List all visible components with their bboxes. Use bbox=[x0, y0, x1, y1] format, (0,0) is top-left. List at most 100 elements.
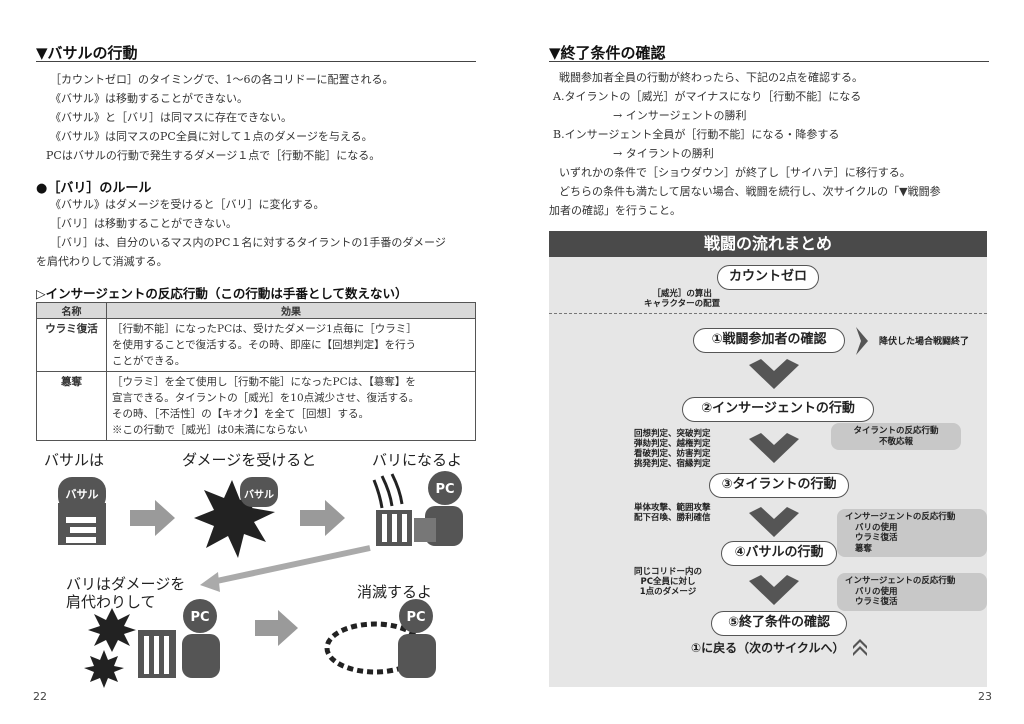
col-effect-header: 効果 bbox=[106, 302, 476, 319]
bubble-line: 簒奪 bbox=[855, 543, 873, 554]
basal-figure-icon: バサル bbox=[58, 477, 106, 547]
damage-figure-icon: バサル bbox=[194, 477, 278, 558]
basal-line: 《バサル》は移動することができない。 bbox=[50, 92, 248, 105]
illus-caption-vanish: 消滅するよ bbox=[357, 583, 433, 601]
note-line: 同じコリドー内の bbox=[634, 567, 703, 577]
effect-line: ことができる。 bbox=[112, 355, 186, 367]
bubble-line: ウラミ復活 bbox=[855, 597, 898, 607]
step2-left: 回想判定、突破判定 弾劾判定、越権判定 看破判定、妨害判定 挑発判定、宿縁判定 bbox=[634, 429, 711, 469]
step4-left: 同じコリドー内の PC全員に対し 1点のダメージ bbox=[634, 567, 702, 597]
illus-caption-bari: バリになるよ bbox=[372, 451, 463, 469]
step-4: ④バサルの行動 bbox=[721, 541, 837, 566]
basal-line: 《バサル》と［バリ］は同マスに存在できない。 bbox=[50, 111, 292, 124]
end-line: B.インサージェント全員が［行動不能］になる・降参する bbox=[553, 128, 840, 141]
note-line: 1点のダメージ bbox=[639, 587, 697, 597]
reaction-heading: ▷インサージェントの反応行動（この行動は手番として数えない） bbox=[36, 286, 408, 301]
row-name: 簒奪 bbox=[36, 371, 107, 441]
step-count-zero: カウントゼロ bbox=[717, 265, 819, 290]
row-effect: ［行動不能］になったPCは、受けたダメージ1点毎に［ウラミ］ を使用することで復… bbox=[106, 318, 476, 372]
step-3: ③タイラントの行動 bbox=[709, 473, 849, 498]
chevron-down-icon bbox=[749, 359, 799, 389]
bubble-line: バリの使用 bbox=[855, 586, 898, 597]
illus-caption-damage: ダメージを受けると bbox=[182, 451, 317, 469]
step2-bubble: タイラントの反応行動 不敬応報 bbox=[831, 423, 961, 450]
end-condition-heading: ▼終了条件の確認 bbox=[549, 44, 666, 62]
bubble-line: インサージェントの反応行動 bbox=[845, 512, 956, 522]
note-line: 単体攻撃、範囲攻撃 bbox=[634, 503, 711, 513]
arrow-icon bbox=[255, 610, 298, 646]
basal-line: 《バサル》は同マスのPC全員に対して１点のダメージを与える。 bbox=[50, 130, 373, 143]
bari-line: ［バリ］は移動することができない。 bbox=[50, 217, 237, 230]
bubble-line: タイラントの反応行動 bbox=[853, 426, 939, 436]
svg-text:PC: PC bbox=[435, 482, 454, 497]
step4-bubble: インサージェントの反応行動 バリの使用 ウラミ復活 bbox=[837, 573, 987, 611]
end-line: → インサージェントの勝利 bbox=[613, 109, 747, 122]
flow-panel: 戦闘の流れまとめ カウントゼロ ［威光］の算出 キャラクターの配置 ①戦闘参加者… bbox=[549, 231, 987, 687]
bari-line: 《バサル》はダメージを受けると［バリ］に変化する。 bbox=[50, 198, 325, 211]
end-line: A.タイラントの［威光］がマイナスになり［行動不能］になる bbox=[553, 90, 862, 103]
bari-absorb-icon: PC bbox=[84, 599, 220, 688]
arrow-icon bbox=[130, 500, 175, 536]
arrow-icon bbox=[200, 545, 371, 592]
right-page: ▼終了条件の確認 戦闘参加者全員の行動が終わったら、下記の2点を確認する。 A.… bbox=[512, 0, 1024, 724]
illus-caption-basal: バサルは bbox=[44, 451, 105, 469]
basal-heading: ▼バサルの行動 bbox=[36, 44, 138, 62]
chevron-right-icon bbox=[856, 327, 868, 355]
divider bbox=[549, 313, 987, 314]
step3-left: 単体攻撃、範囲攻撃 配下召喚、勝利確信 bbox=[634, 503, 711, 523]
end-line: いずれかの条件で［ショウダウン］が終了し［サイハテ］に移行する。 bbox=[559, 166, 911, 179]
back-to-step1: ①に戻る（次のサイクルへ） bbox=[691, 641, 845, 655]
bari-figure-icon bbox=[372, 473, 412, 546]
chevron-down-icon bbox=[749, 575, 799, 605]
heading-rule bbox=[36, 61, 476, 62]
step3-bubble: インサージェントの反応行動 バリの使用 ウラミ復活 簒奪 bbox=[837, 509, 987, 557]
note-line: 回想判定、突破判定 bbox=[634, 429, 711, 439]
illustration: バサル バサル PC bbox=[58, 471, 463, 688]
note-line: 看破判定、妨害判定 bbox=[634, 449, 711, 459]
row-name: ウラミ復活 bbox=[36, 318, 107, 372]
effect-line: 宣言できる。タイラントの［威光］を10点減少させ、復活する。 bbox=[112, 392, 420, 404]
bubble-line: バリの使用 bbox=[855, 522, 898, 533]
step-1: ①戦闘参加者の確認 bbox=[693, 328, 845, 353]
page-number: 22 bbox=[33, 690, 47, 703]
note-line: 弾劾判定、越権判定 bbox=[634, 439, 711, 449]
effect-line: を使用することで復活する。その時、即座に【回想判定】を行う bbox=[112, 339, 417, 351]
effect-line: ［行動不能］になったPCは、受けたダメージ1点毎に［ウラミ］ bbox=[112, 323, 417, 335]
bari-paragraphs: 《バサル》はダメージを受けると［バリ］に変化する。 ［バリ］は移動することができ… bbox=[36, 195, 481, 271]
illus-caption-takes: バリはダメージを bbox=[66, 575, 186, 593]
note-line: ［威光］の算出 bbox=[652, 289, 712, 299]
row-effect: ［ウラミ］を全て使用し［行動不能］になったPCは、【簒奪】を 宣言できる。タイラ… bbox=[106, 371, 476, 441]
step-5: ⑤終了条件の確認 bbox=[711, 611, 847, 636]
basal-line: PCはバサルの行動で発生するダメージ１点で［行動不能］になる。 bbox=[46, 149, 381, 162]
table-row: ウラミ復活 ［行動不能］になったPCは、受けたダメージ1点毎に［ウラミ］ を使用… bbox=[36, 318, 476, 372]
effect-line: その時、［不活性］の【キオク】を全て［回想］する。 bbox=[112, 408, 370, 420]
arrow-icon bbox=[300, 500, 345, 536]
left-page: ▼バサルの行動 ［カウントゼロ］のタイミングで、1〜6の各コリドーに配置される。… bbox=[33, 44, 481, 703]
basal-paragraphs: ［カウントゼロ］のタイミングで、1〜6の各コリドーに配置される。 《バサル》は移… bbox=[46, 70, 480, 165]
step0-note: ［威光］の算出 キャラクターの配置 bbox=[644, 289, 720, 309]
heading-rule bbox=[549, 61, 989, 62]
bubble-line: インサージェントの反応行動 bbox=[845, 576, 956, 586]
pc-figure-icon: PC bbox=[414, 471, 463, 546]
end-line: どちらの条件も満たして居ない場合、戦闘を続行し、次サイクルの「▼戦闘参 bbox=[559, 185, 941, 198]
bubble-line: 不敬応報 bbox=[878, 436, 913, 447]
basal-label: バサル bbox=[66, 488, 99, 501]
bari-heading: ●［バリ］のルール bbox=[36, 181, 152, 196]
basal-line: ［カウントゼロ］のタイミングで、1〜6の各コリドーに配置される。 bbox=[50, 73, 394, 86]
note-line: キャラクターの配置 bbox=[644, 299, 721, 309]
illus-caption-takes2: 肩代わりして bbox=[66, 593, 156, 611]
note-line: 配下召喚、勝利確信 bbox=[634, 513, 711, 523]
svg-text:PC: PC bbox=[406, 610, 425, 625]
vanished-figure-icon: PC bbox=[324, 599, 436, 678]
table-row: 簒奪 ［ウラミ］を全て使用し［行動不能］になったPCは、【簒奪】を 宣言できる。… bbox=[36, 371, 476, 441]
flow-title: 戦闘の流れまとめ bbox=[549, 231, 987, 257]
note-line: PC全員に対し bbox=[640, 577, 696, 587]
end-line: → タイラントの勝利 bbox=[613, 147, 714, 160]
chevron-down-icon bbox=[749, 433, 799, 463]
page-number: 23 bbox=[978, 690, 992, 703]
end-line: 戦闘参加者全員の行動が終わったら、下記の2点を確認する。 bbox=[559, 71, 863, 84]
svg-text:バサル: バサル bbox=[244, 489, 274, 501]
bari-line: を肩代わりして消滅する。 bbox=[36, 255, 168, 268]
step-2: ②インサージェントの行動 bbox=[682, 397, 874, 422]
end-line: 加者の確認」を行うこと。 bbox=[549, 204, 681, 217]
